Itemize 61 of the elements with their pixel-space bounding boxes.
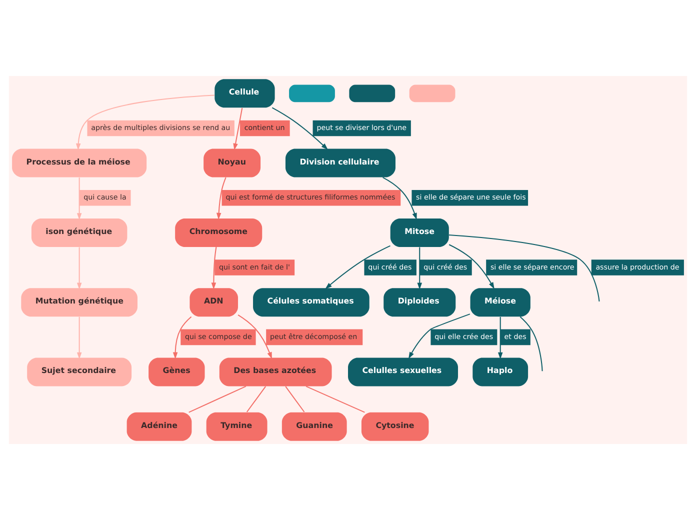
connector	[520, 316, 543, 372]
node-box: Tymine	[206, 412, 268, 441]
node-box: Méiose	[470, 288, 530, 317]
edge-label: si elle de sépare une seule fois	[416, 192, 526, 202]
node-box: Sujet secondaire	[27, 358, 132, 386]
node-box: Haplo	[472, 358, 528, 386]
edge-label: peut être décomposé en	[270, 332, 358, 341]
node-box	[349, 84, 396, 102]
arrow	[325, 245, 390, 290]
edge-label: si elle se sépare encore	[490, 262, 574, 272]
node-box: ison génétique	[31, 218, 128, 247]
arrow	[76, 94, 214, 150]
arrow	[76, 178, 82, 220]
arrow	[417, 247, 422, 290]
arrow	[76, 247, 82, 290]
arrow	[233, 108, 243, 150]
edge-label: peut se diviser lors d'une	[316, 122, 407, 132]
node-box: Cytosine	[361, 412, 429, 441]
edge-label: qui se compose de	[184, 332, 252, 341]
arrow	[272, 107, 328, 150]
edge-label: qui créé des	[368, 262, 412, 272]
node-box: Cellule	[214, 79, 275, 108]
edge-label: qui créé des	[424, 262, 468, 272]
edge-label: qui sont en fait de l'	[219, 262, 290, 272]
arrow	[382, 176, 417, 220]
arrow	[216, 177, 226, 220]
edge-label: et des	[504, 332, 526, 341]
connector	[246, 386, 266, 412]
node-box: Division cellulaire	[285, 148, 396, 178]
node-box: Célules somatiques	[253, 288, 370, 317]
arrow	[448, 244, 494, 290]
node-box: ADN	[190, 288, 238, 317]
edge-label: qui elle crée des	[434, 332, 494, 341]
node-box: Noyau	[204, 148, 261, 178]
connector	[285, 386, 305, 412]
edge-label: assure la production de	[596, 262, 680, 272]
edge-label: contient un	[244, 122, 285, 132]
node-box	[409, 84, 456, 102]
arrow	[172, 316, 192, 360]
node-box: Diploides	[384, 288, 456, 317]
edge-label: qui est formé de structures filiformes nommées	[226, 192, 396, 202]
connector	[306, 386, 365, 413]
arrow	[76, 316, 82, 360]
arrow	[408, 314, 470, 359]
node-box: Celulles sexuelles	[348, 358, 458, 386]
connector	[188, 386, 246, 413]
connector	[449, 234, 600, 302]
arrow	[498, 316, 503, 360]
arrow	[238, 314, 272, 360]
node-box: Chromosome	[175, 218, 262, 247]
edge-label: après de multiples divisions se rend au	[91, 122, 230, 132]
node-box: Mitose	[390, 218, 449, 247]
node-box: Gènes	[148, 358, 205, 386]
edge-label: qui cause la	[84, 192, 126, 202]
node-box: Guanine	[282, 412, 347, 441]
node-box	[289, 84, 335, 102]
node-box: Mutation génétique	[21, 288, 138, 317]
node-box: Des bases azotées	[219, 358, 332, 386]
node-box: Processus de la méiose	[12, 148, 147, 178]
node-box: Adénine	[126, 412, 192, 441]
arrow	[211, 246, 217, 290]
